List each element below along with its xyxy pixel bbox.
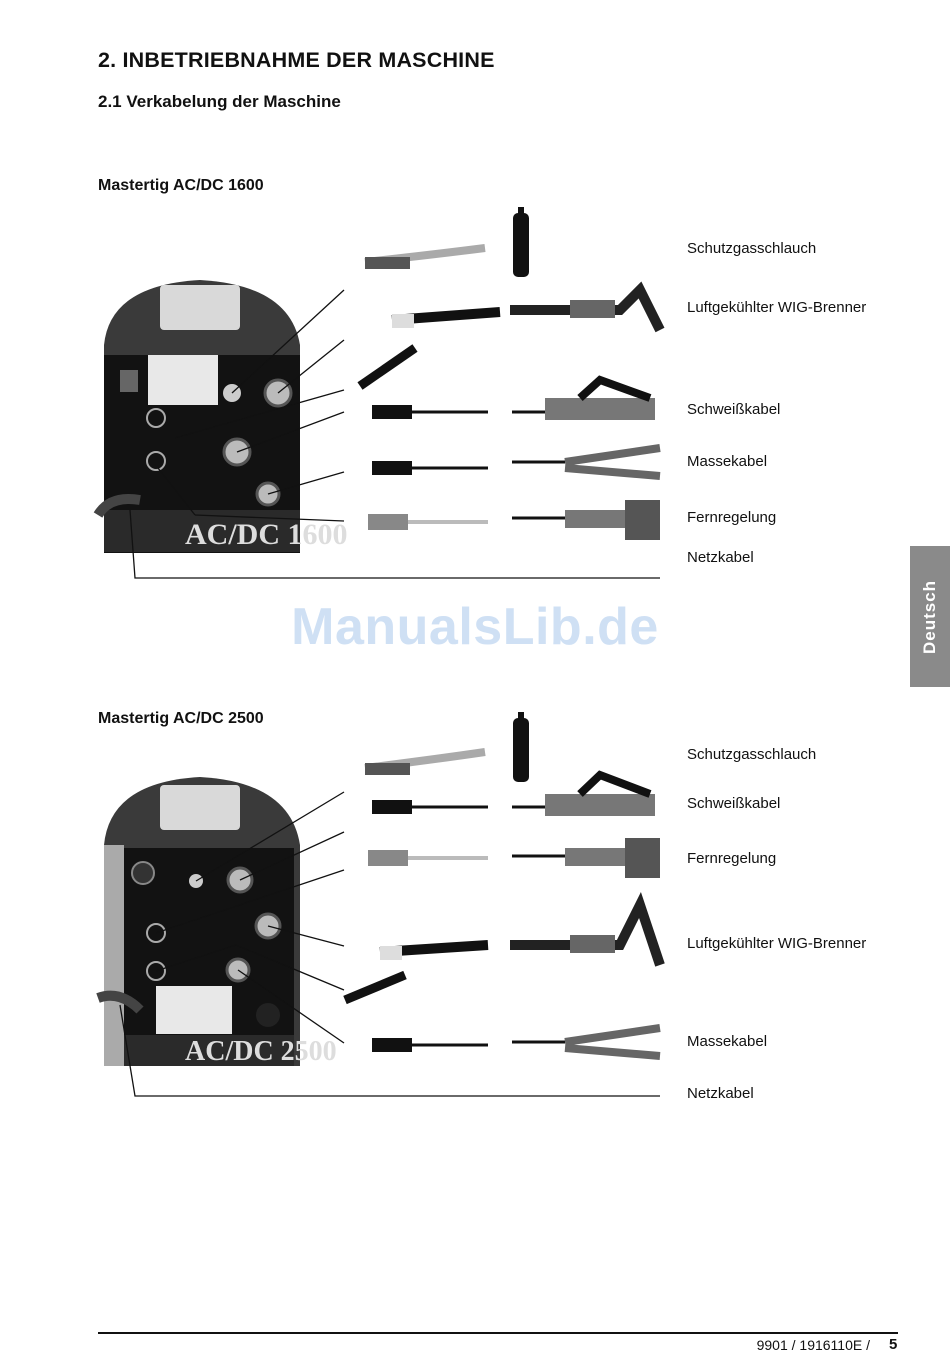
label-schutzgasschlauch-2: Schutzgasschlauch bbox=[687, 746, 817, 763]
section-heading: 2.1 Verkabelung der Maschine bbox=[98, 92, 341, 111]
label-fernregelung: Fernregelung bbox=[687, 509, 777, 526]
accessories-1600 bbox=[357, 207, 665, 540]
label-fernregelung-2: Fernregelung bbox=[687, 850, 777, 867]
label-wig-brenner: Luftgekühlter WIG-Brenner bbox=[687, 299, 867, 316]
machine-2500-badge: AC/DC 2500 bbox=[185, 1036, 337, 1067]
label-massekabel: Massekabel bbox=[687, 453, 768, 470]
label-netzkabel: Netzkabel bbox=[687, 549, 754, 566]
machine-2500-illustration: AC/DC 2500 bbox=[96, 777, 337, 1067]
figure-1-title: Mastertig AC/DC 1600 bbox=[98, 177, 264, 194]
language-tab: Deutsch bbox=[910, 546, 950, 687]
label-wig-brenner-2: Luftgekühlter WIG-Brenner bbox=[687, 935, 867, 952]
watermark: ManualsLib.de bbox=[291, 598, 659, 656]
footer-doc-number: 9901 / 1916110E / bbox=[756, 1337, 870, 1353]
label-netzkabel-2: Netzkabel bbox=[687, 1085, 754, 1102]
page-number: 5 bbox=[889, 1336, 898, 1353]
machine-1600-badge: AC/DC 1600 bbox=[185, 518, 348, 551]
label-schweisskabel-2: Schweißkabel bbox=[687, 795, 781, 812]
label-massekabel-2: Massekabel bbox=[687, 1033, 768, 1050]
label-schweisskabel: Schweißkabel bbox=[687, 401, 781, 418]
machine-1600-illustration: AC/DC 1600 bbox=[93, 280, 348, 553]
footer-rule bbox=[98, 1332, 898, 1334]
accessories-2500 bbox=[343, 712, 665, 1060]
figure-2-title: Mastertig AC/DC 2500 bbox=[98, 710, 264, 727]
label-schutzgasschlauch: Schutzgasschlauch bbox=[687, 240, 817, 257]
page-heading: 2. INBETRIEBNAHME DER MASCHINE bbox=[98, 48, 495, 72]
